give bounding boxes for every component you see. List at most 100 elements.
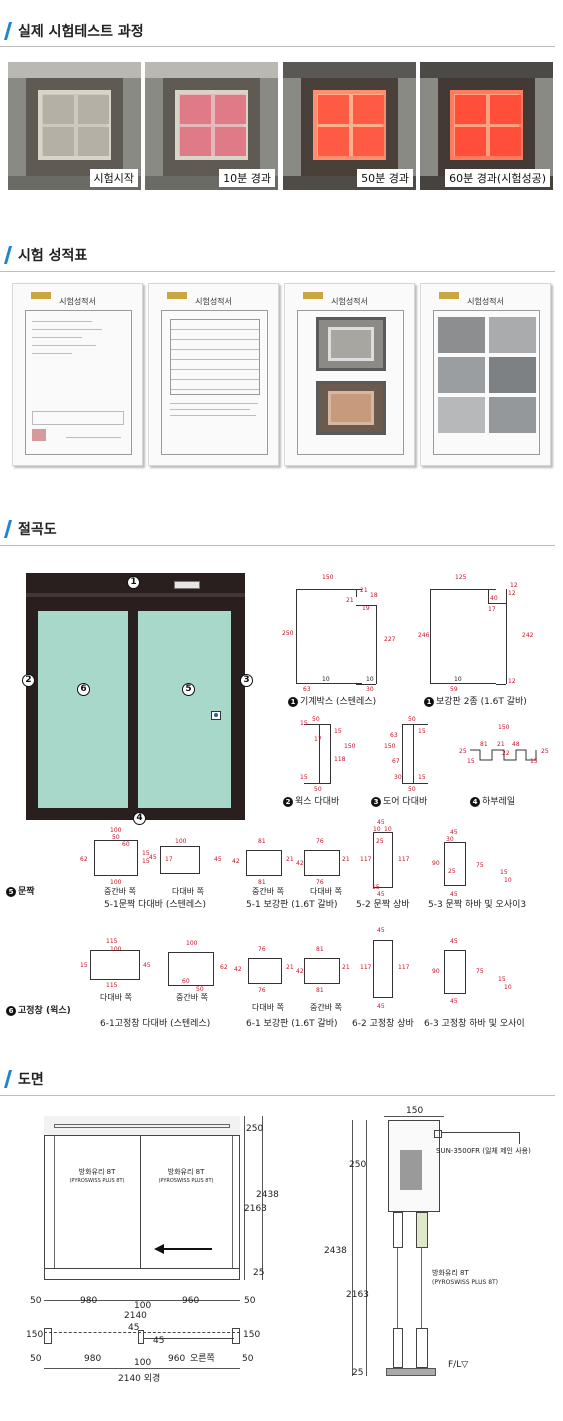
report-title: 시험성적서 (467, 297, 504, 306)
slash-icon (4, 520, 12, 538)
profile-door-mullion (402, 724, 414, 784)
dim-top: 50 (408, 716, 416, 723)
dim-top: 125 (455, 574, 467, 581)
dim-f: 25 (541, 748, 549, 755)
slash-icon (4, 22, 12, 40)
dim: 45 (377, 891, 385, 898)
dim: 21 (342, 856, 350, 863)
dim-plan-45-a: 45 (128, 1323, 140, 1333)
divider (0, 1095, 555, 1096)
operator-unit (400, 1150, 422, 1190)
dim-left-margin: 50 (30, 1296, 42, 1306)
profile-6-1r-b (304, 958, 340, 984)
dim-d: 15 (300, 774, 308, 781)
seal-icon (32, 429, 46, 441)
dim-plan-45-b: 45 (153, 1336, 165, 1346)
section-title: 절곡도 (18, 522, 57, 538)
plan-right-label: 오른쪽 (190, 1354, 215, 1364)
dim-b: 21 (497, 741, 505, 748)
dim-plan-depth-left: 150 (26, 1330, 44, 1340)
slash-icon (4, 1070, 12, 1088)
report-title: 시험성적서 (331, 297, 368, 306)
dim: 117 (360, 964, 372, 971)
dim-bottom-left: 63 (303, 686, 311, 693)
dim-d: 19 (362, 605, 370, 612)
dim-plan-depth-right: 150 (243, 1330, 261, 1340)
profile-5-1-a (94, 840, 138, 876)
dim-plan-total: 2140 외경 (118, 1374, 161, 1384)
profile-5-1-b (160, 846, 200, 874)
dim-c: 48 (512, 741, 520, 748)
dim: 15 (142, 858, 150, 865)
elevation-header-box (44, 1116, 240, 1136)
dim: 76 (258, 987, 266, 994)
dim-a: 81 (480, 741, 488, 748)
section-glass-sub-label: (PYROSWISS PLUS 8T) (432, 1279, 499, 1286)
profile-6-1r-a (248, 958, 282, 984)
dim: 42 (296, 860, 304, 867)
marker-2: 2 (22, 674, 35, 687)
report-page-2: 시험성적서 (148, 283, 279, 466)
photo-caption: 60분 경과(시험성공) (445, 169, 550, 187)
dim: 30 (446, 836, 454, 843)
dim: 90 (432, 968, 440, 975)
dim: 100 (110, 827, 122, 834)
dim-mid: 67 (392, 758, 400, 765)
dim: 50 (112, 834, 120, 841)
dim-left: 250 (282, 630, 294, 637)
dim-top-height: 250 (246, 1124, 264, 1134)
profile-bottom-rail (470, 749, 537, 761)
sub-label: 중간바 쪽 (252, 887, 284, 896)
photo-caption: 시험시작 (89, 169, 138, 187)
dim-door-height: 2163 (244, 1204, 267, 1214)
dim-bottom-height: 25 (253, 1268, 265, 1278)
profile-5-2 (373, 832, 393, 888)
dim-section-2438: 2438 (324, 1246, 347, 1256)
group-label: 5-1문짝 다대바 (스텐레스) (104, 900, 206, 910)
dim-plan-mid: 100 (134, 1358, 152, 1368)
dim: 75 (476, 968, 484, 975)
dim: 45 (377, 1003, 385, 1010)
report-title: 시험성적서 (59, 297, 96, 306)
dim-bottom: 50 (408, 786, 416, 793)
sub-label: 다대바 쪽 (100, 993, 132, 1002)
dim: 15 (498, 976, 506, 983)
dim: 45 (377, 927, 385, 934)
glass-window (175, 90, 248, 160)
dim-a: 21 (360, 587, 368, 594)
dim: 81 (258, 879, 266, 886)
divider (0, 46, 555, 47)
dim-left-width: 980 (80, 1296, 98, 1306)
dim: 21 (286, 964, 294, 971)
sub-label: 다대바 쪽 (172, 887, 204, 896)
dim: 81 (316, 946, 324, 953)
dim-h: 15 (530, 758, 538, 765)
marker-4: 4 (133, 812, 146, 825)
profile-6-1-b (168, 952, 214, 986)
dim-c: 17 (314, 736, 322, 743)
dim-top: 150 (498, 724, 510, 731)
dim-section-25: 25 (352, 1368, 364, 1378)
group-label: 5-1 보강판 (1.6T 갈바) (246, 900, 338, 910)
glass-window (313, 90, 386, 160)
divider (0, 271, 555, 272)
dim-height: 150 (384, 743, 396, 750)
dim: 75 (476, 862, 484, 869)
photo-caption: 10분 경과 (219, 169, 275, 187)
dim: 81 (316, 987, 324, 994)
logo-icon (167, 292, 187, 299)
profile-reinforce-plate (430, 589, 496, 684)
sub-label: 중간바 쪽 (310, 1003, 342, 1012)
report-title: 시험성적서 (195, 297, 232, 306)
sub-label: 중간바 쪽 (104, 887, 136, 896)
dim: 90 (432, 860, 440, 867)
test-photo-60min: 60분 경과(시험성공) (420, 62, 553, 190)
dim-top: 50 (312, 716, 320, 723)
dim-g: 15 (467, 758, 475, 765)
dim: 15 (500, 869, 508, 876)
dim: 45 (214, 856, 222, 863)
